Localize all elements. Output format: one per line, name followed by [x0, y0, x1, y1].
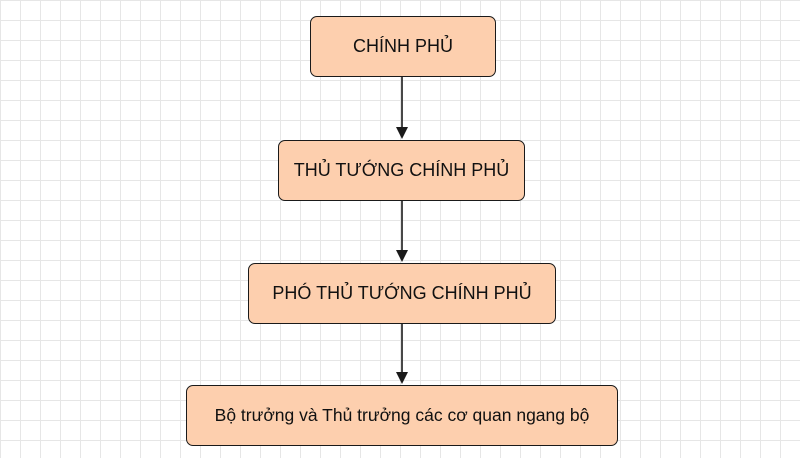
node-label: CHÍNH PHỦ [352, 35, 453, 56]
node-label: THỦ TƯỚNG CHÍNH PHỦ [293, 159, 510, 180]
node-label: PHÓ THỦ TƯỚNG CHÍNH PHỦ [272, 282, 532, 303]
arrow-chinh-phu-to-thu-tuong [396, 77, 408, 139]
node-pho-thu-tuong-chinh-phu: PHÓ THỦ TƯỚNG CHÍNH PHỦ [248, 263, 556, 324]
node-thu-tuong-chinh-phu: THỦ TƯỚNG CHÍNH PHỦ [278, 140, 525, 201]
arrow-pho-thu-tuong-to-bo-truong [396, 324, 408, 384]
arrow-thu-tuong-to-pho-thu-tuong [396, 201, 408, 262]
node-bo-truong-va-thu-truong: Bộ trưởng và Thủ trưởng các cơ quan ngan… [186, 385, 618, 446]
node-chinh-phu: CHÍNH PHỦ [310, 16, 496, 77]
node-label: Bộ trưởng và Thủ trưởng các cơ quan ngan… [214, 405, 590, 425]
